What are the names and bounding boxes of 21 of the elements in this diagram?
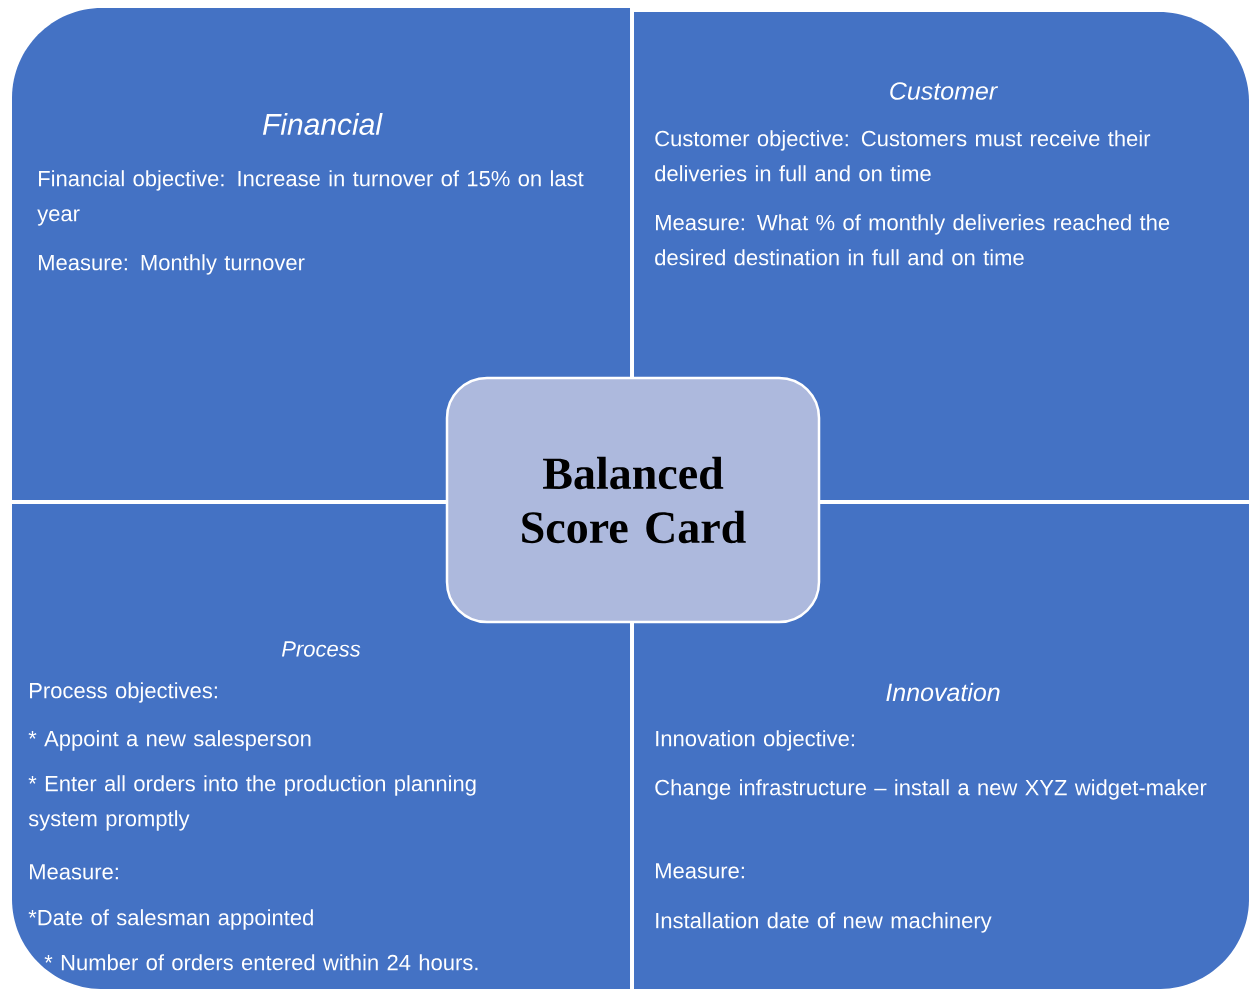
panel-heading: Innovation <box>886 682 1000 702</box>
panel-heading: Process <box>281 641 361 657</box>
panel-text: Measure: Monthly turnover <box>39 254 305 275</box>
panel-text: * Appoint a new salesperson <box>28 730 311 751</box>
quadrant-panel <box>12 504 630 989</box>
panel-text: Process objectives: <box>30 682 217 703</box>
panel-text: Change infrastructure – install a new XYZ widget-maker <box>655 779 1207 800</box>
panel-text: Measure: What % of monthly deliveries reached the desired destination in full and on time <box>655 214 1170 266</box>
panel-heading: Financial <box>262 113 383 136</box>
panel-text: Installation date of new machinery <box>656 912 992 933</box>
panel-text: Innovation objective: <box>656 730 854 751</box>
panel-text: Customer objective: Customers must receive their deliveries in full and on time <box>655 130 1151 182</box>
center-box: Balanced Score Card <box>445 376 821 624</box>
panel-text: Financial objective: Increase in turnover of 15% on last year <box>37 170 584 226</box>
panel-text: Measure: <box>656 863 744 879</box>
panel-text: *Date of salesman appointed <box>28 909 313 930</box>
panel-text: * Number of orders entered within 24 hours. <box>44 954 478 971</box>
panel-heading: Customer <box>890 82 999 100</box>
quadrant-panel <box>634 504 1249 989</box>
panel-text: * Enter all orders into the production planning system promptly <box>28 775 476 831</box>
panel-text: Measure: <box>30 864 118 880</box>
